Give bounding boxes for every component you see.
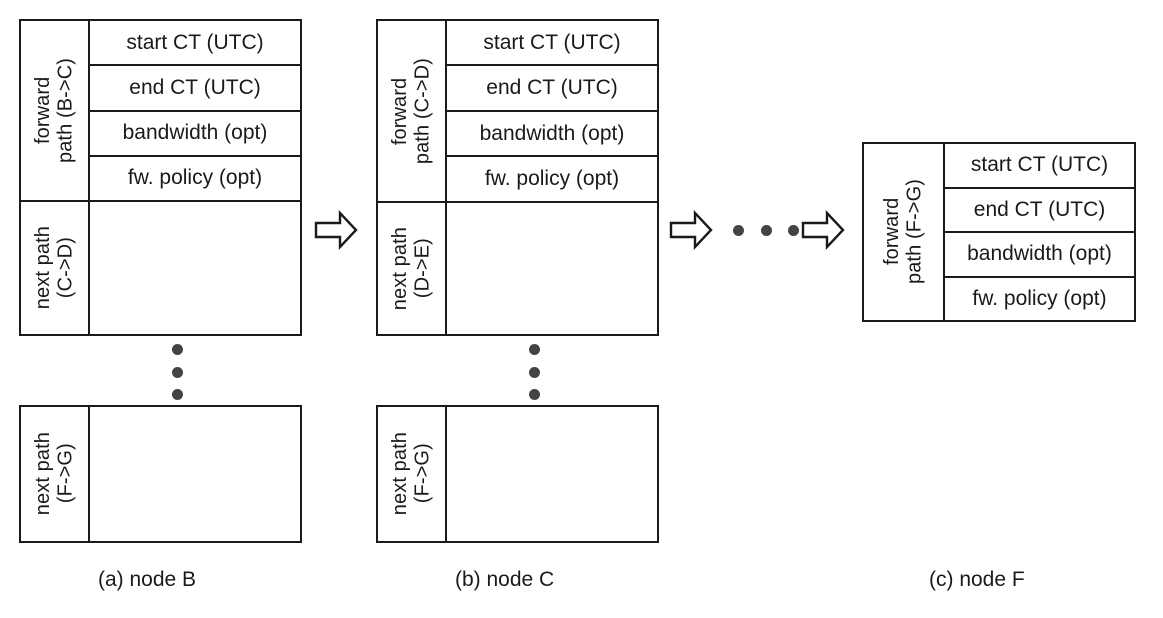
panel-b-next-path-section: next path (D->E) xyxy=(378,202,657,334)
panel-b-caption: (b) node C xyxy=(455,568,555,591)
panel-a-path-table: forward path (B->C) start CT (UTC) end C… xyxy=(19,19,302,336)
panel-c-forward-path-fields: start CT (UTC) end CT (UTC) bandwidth (o… xyxy=(945,144,1134,320)
panel-b-last-path-empty-body xyxy=(447,407,657,541)
ellipsis-dot xyxy=(172,366,183,378)
rotated-label-text: next path (F->G) xyxy=(389,432,434,516)
panel-a-forward-path-section: forward path (B->C) start CT (UTC) end C… xyxy=(21,21,300,202)
field-end-ct: end CT (UTC) xyxy=(90,66,300,112)
panel-a-last-path-label: next path (F->G) xyxy=(21,407,90,541)
panel-c-caption: (c) node F xyxy=(929,568,1025,591)
ellipsis-dot xyxy=(788,225,799,236)
rotated-label-text: next path (C->D) xyxy=(32,226,77,310)
panel-a-forward-path-label: forward path (B->C) xyxy=(21,21,90,200)
panel-b-path-table: forward path (C->D) start CT (UTC) end C… xyxy=(376,19,659,336)
rotated-label-text: forward path (C->D) xyxy=(389,57,434,164)
rotated-label-text: forward path (B->C) xyxy=(32,57,77,164)
panel-a-last-path-empty-body xyxy=(90,407,300,541)
block-arrow-right-icon xyxy=(800,207,846,253)
panel-a-vertical-ellipsis xyxy=(172,344,183,400)
panel-a-caption: (a) node B xyxy=(98,568,197,591)
panel-a-forward-path-fields: start CT (UTC) end CT (UTC) bandwidth (o… xyxy=(90,21,300,200)
panel-a-next-path-section: next path (C->D) xyxy=(21,202,300,334)
rotated-label-text: next path (D->E) xyxy=(389,226,434,311)
field-start-ct: start CT (UTC) xyxy=(945,144,1134,189)
field-start-ct: start CT (UTC) xyxy=(90,21,300,67)
field-fw-policy: fw. policy (opt) xyxy=(972,286,1107,310)
panel-b-next-path-label: next path (D->E) xyxy=(378,202,447,334)
rotated-label-text: forward path (F->G) xyxy=(881,179,926,285)
panel-b-next-path-empty-body xyxy=(447,203,657,334)
panel-b-vertical-ellipsis xyxy=(529,344,540,400)
block-arrow-right-icon xyxy=(668,207,714,253)
panel-b-last-path-table: next path (F->G) xyxy=(376,405,659,543)
panel-b-forward-path-section: forward path (C->D) start CT (UTC) end C… xyxy=(378,21,657,203)
ellipsis-dot xyxy=(760,225,772,236)
panel-c-path-table: forward path (F->G) start CT (UTC) end C… xyxy=(862,142,1136,322)
ellipsis-dot xyxy=(733,225,744,236)
panel-c-forward-path-label: forward path (F->G) xyxy=(864,144,945,320)
field-bandwidth: bandwidth (opt) xyxy=(447,112,657,158)
panel-a-next-path-empty-body xyxy=(90,202,300,334)
middle-horizontal-ellipsis xyxy=(733,225,799,236)
field-bandwidth: bandwidth (opt) xyxy=(945,233,1134,278)
ellipsis-dot xyxy=(172,344,183,355)
panel-a-last-path-table: next path (F->G) xyxy=(19,405,302,543)
panel-b-forward-path-fields: start CT (UTC) end CT (UTC) bandwidth (o… xyxy=(447,21,657,201)
panel-a-next-path-label: next path (C->D) xyxy=(21,202,90,334)
rotated-label-text: next path (F->G) xyxy=(32,432,77,516)
panel-b-forward-path-label: forward path (C->D) xyxy=(378,21,447,201)
field-fw-policy: fw. policy (opt) xyxy=(127,166,263,190)
field-end-ct: end CT (UTC) xyxy=(447,66,657,112)
panel-b-last-path-label: next path (F->G) xyxy=(378,407,447,541)
ellipsis-dot xyxy=(172,389,183,400)
ellipsis-dot xyxy=(529,366,540,378)
ellipsis-dot xyxy=(529,344,540,355)
field-end-ct: end CT (UTC) xyxy=(945,189,1134,233)
ellipsis-dot xyxy=(529,389,540,400)
block-arrow-right-icon xyxy=(313,207,359,253)
field-bandwidth: bandwidth (opt) xyxy=(90,112,300,157)
field-start-ct: start CT (UTC) xyxy=(447,21,657,67)
field-fw-policy: fw. policy (opt) xyxy=(484,167,620,191)
